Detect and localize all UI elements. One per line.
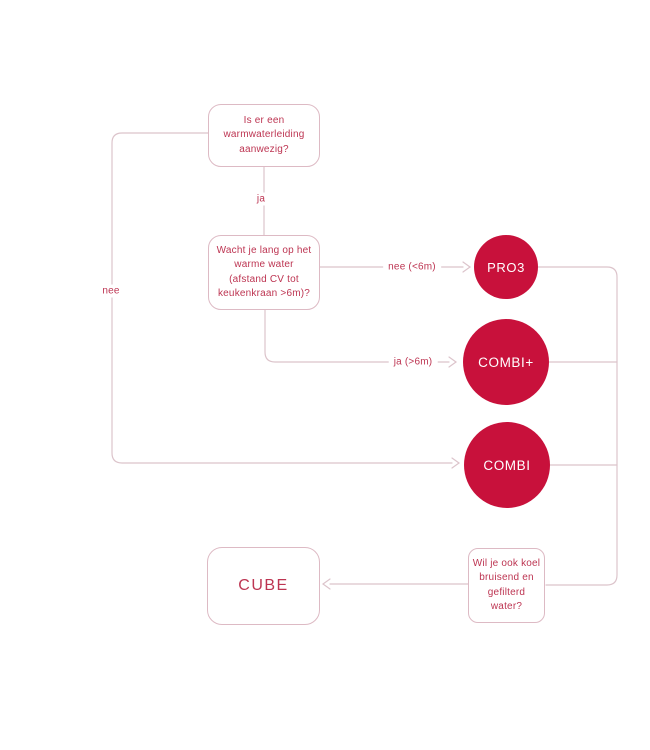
- arrowhead-into-combi: [451, 457, 461, 469]
- edge-label-ja: ja: [251, 192, 271, 206]
- node-question-wachttijd: Wacht je lang op het warme water (afstan…: [208, 235, 320, 310]
- arrowhead-into-pro3: [462, 261, 472, 273]
- node-product-combi: COMBI: [464, 422, 550, 508]
- wire-ja6m-to-combiplus: [264, 309, 450, 363]
- node-question-warmwaterleiding: Is er een warmwaterleiding aanwezig?: [208, 104, 320, 167]
- arrowhead-into-combiplus: [448, 356, 458, 368]
- arrowhead-into-cube: [321, 578, 331, 590]
- node-question-koelwater: Wil je ook koel bruisend en gefilterd wa…: [468, 548, 545, 623]
- node-product-pro3: PRO3: [474, 235, 538, 299]
- wire-pro3-to-koelwater: [537, 266, 618, 586]
- node-product-cube: CUBE: [207, 547, 320, 625]
- edge-label-nee-korter-6m: nee (<6m): [383, 260, 441, 274]
- node-product-combiplus: COMBI+: [463, 319, 549, 405]
- wire-nee-to-combi: [111, 132, 453, 464]
- edge-label-nee: nee: [97, 284, 125, 298]
- edge-label-ja-langer-6m: ja (>6m): [388, 355, 438, 369]
